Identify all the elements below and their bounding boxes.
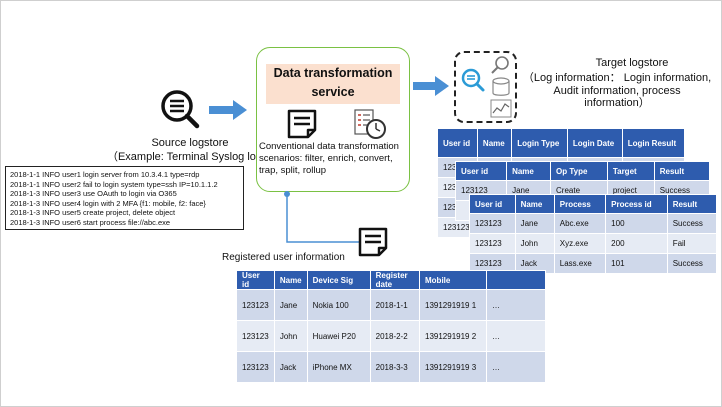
search-icon (161, 90, 200, 129)
table-cell: … (486, 289, 546, 321)
column-header: Process (553, 194, 607, 214)
table-cell: 1391291919 3 (419, 351, 487, 383)
column-header: Login Type (511, 128, 568, 158)
table-cell: John (273, 320, 308, 352)
table-cell: 1391291919 1 (419, 289, 487, 321)
table-cell: 101 (605, 253, 668, 274)
column-header: Name (506, 161, 551, 181)
checklist-clock-icon (354, 109, 386, 139)
chart-icon (490, 99, 512, 118)
note-icon (358, 227, 388, 257)
process-info-table: User id Name Process Process id Result 1… (469, 194, 718, 274)
column-header: Target (606, 161, 655, 181)
source-logstore-subtitle: （Example: Terminal Syslog log） (106, 151, 274, 163)
column-header: Name (476, 128, 513, 158)
table-cell: 123123 (469, 213, 516, 234)
table-row: 123123 John Xyz.exe 200 Fail (469, 233, 718, 254)
table-cell: John (514, 233, 555, 254)
table-cell: … (486, 351, 546, 383)
table-cell: Lass.exe (553, 253, 607, 274)
column-header: Process id (605, 194, 668, 214)
table-header-row: User id Name Login Type Login Date Login… (437, 128, 686, 158)
column-header: Result (653, 161, 711, 181)
table-cell: Jane (514, 213, 555, 234)
column-header: Login Result (621, 128, 686, 158)
table-cell: Fail (666, 233, 718, 254)
table-row: 123123 Jack iPhone MX 2018-3-3 139129191… (236, 351, 546, 383)
table-cell: Xyz.exe (553, 233, 607, 254)
table-cell: 123123 (236, 320, 275, 352)
table-header-row: User id Name Process Process id Result (469, 194, 718, 214)
table-cell: Jack (273, 351, 308, 383)
table-cell: Abc.exe (553, 213, 607, 234)
registered-user-table: User id Name Device Sig Register date Mo… (236, 270, 546, 383)
table-cell: Jane (273, 289, 308, 321)
target-logstore-title: Target logstore (595, 57, 669, 69)
source-logstore-title: Source logstore (151, 137, 229, 149)
target-logstore-description: （Log information： Login information, Aud… (522, 72, 712, 110)
table-cell: iPhone MX (306, 351, 371, 383)
table-cell: 123123 (236, 289, 275, 321)
table-cell: 2018-2-2 (369, 320, 421, 352)
table-cell: 200 (605, 233, 668, 254)
table-cell: Success (666, 253, 718, 274)
table-cell: Jack (514, 253, 555, 274)
search-icon (461, 68, 485, 92)
table-row: 123123 Jane Abc.exe 100 Success (469, 213, 718, 234)
table-row: 123123 Jane Nokia 100 2018-1-1 139129191… (236, 289, 546, 321)
magnifier-icon (491, 56, 509, 74)
table-cell: 123123 (469, 253, 516, 274)
column-header: Op Type (550, 161, 608, 181)
column-header: User id (437, 128, 478, 158)
table-cell: 123123 (469, 233, 516, 254)
syslog-sample-box: 2018-1-1 INFO user1 login server from 10… (5, 166, 244, 230)
log-line: 2018-1-3 INFO user3 use OAuth to login v… (10, 189, 177, 199)
column-header (486, 270, 546, 290)
column-header: Device Sig (306, 270, 371, 290)
note-icon (287, 109, 317, 139)
table-cell: 2018-1-1 (369, 289, 421, 321)
log-line: 2018-1-1 INFO user1 login server from 10… (10, 170, 200, 179)
flow-arrow-right (413, 76, 449, 96)
target-storage-group (454, 51, 517, 123)
registered-user-title: Registered user information (222, 252, 345, 263)
table-cell: Nokia 100 (306, 289, 371, 321)
table-row: 123123 John Huawei P20 2018-2-2 13912919… (236, 320, 546, 352)
table-cell: … (486, 320, 546, 352)
table-cell: 123123 (236, 351, 275, 383)
column-header: Result (666, 194, 718, 214)
column-header: Login Date (566, 128, 623, 158)
table-header-row: User id Name Op Type Target Result (454, 161, 711, 181)
service-scenarios: Conventional data transformation scenari… (259, 141, 399, 176)
column-header: User id (236, 270, 275, 290)
table-cell: Success (666, 213, 718, 234)
table-cell: Huawei P20 (306, 320, 371, 352)
table-cell: 2018-3-3 (369, 351, 421, 383)
log-line: 2018-1-3 INFO user5 create project, dele… (10, 208, 176, 218)
column-header: Register date (369, 270, 421, 290)
transformation-service-box: Data transformation service Conventional… (256, 47, 410, 192)
table-row: 123123 Jack Lass.exe 101 Success (469, 253, 718, 274)
database-icon (492, 77, 510, 96)
column-header: Mobile (419, 270, 487, 290)
column-header: Name (273, 270, 308, 290)
connector-line (284, 191, 359, 243)
table-header-row: User id Name Device Sig Register date Mo… (236, 270, 546, 290)
table-cell: 1391291919 2 (419, 320, 487, 352)
log-line: 2018-1-1 INFO user2 fail to login system… (10, 179, 218, 189)
column-header: User id (454, 161, 508, 181)
flow-arrow-right (209, 100, 247, 120)
column-header: User id (469, 194, 516, 214)
column-header: Name (514, 194, 555, 214)
log-line: 2018-1-3 INFO user6 start process file:/… (10, 217, 171, 227)
log-line: 2018-1-3 INFO user4 login with 2 MFA {f1… (10, 198, 206, 208)
service-title: Data transformation service (266, 64, 400, 104)
table-cell: 100 (605, 213, 668, 234)
